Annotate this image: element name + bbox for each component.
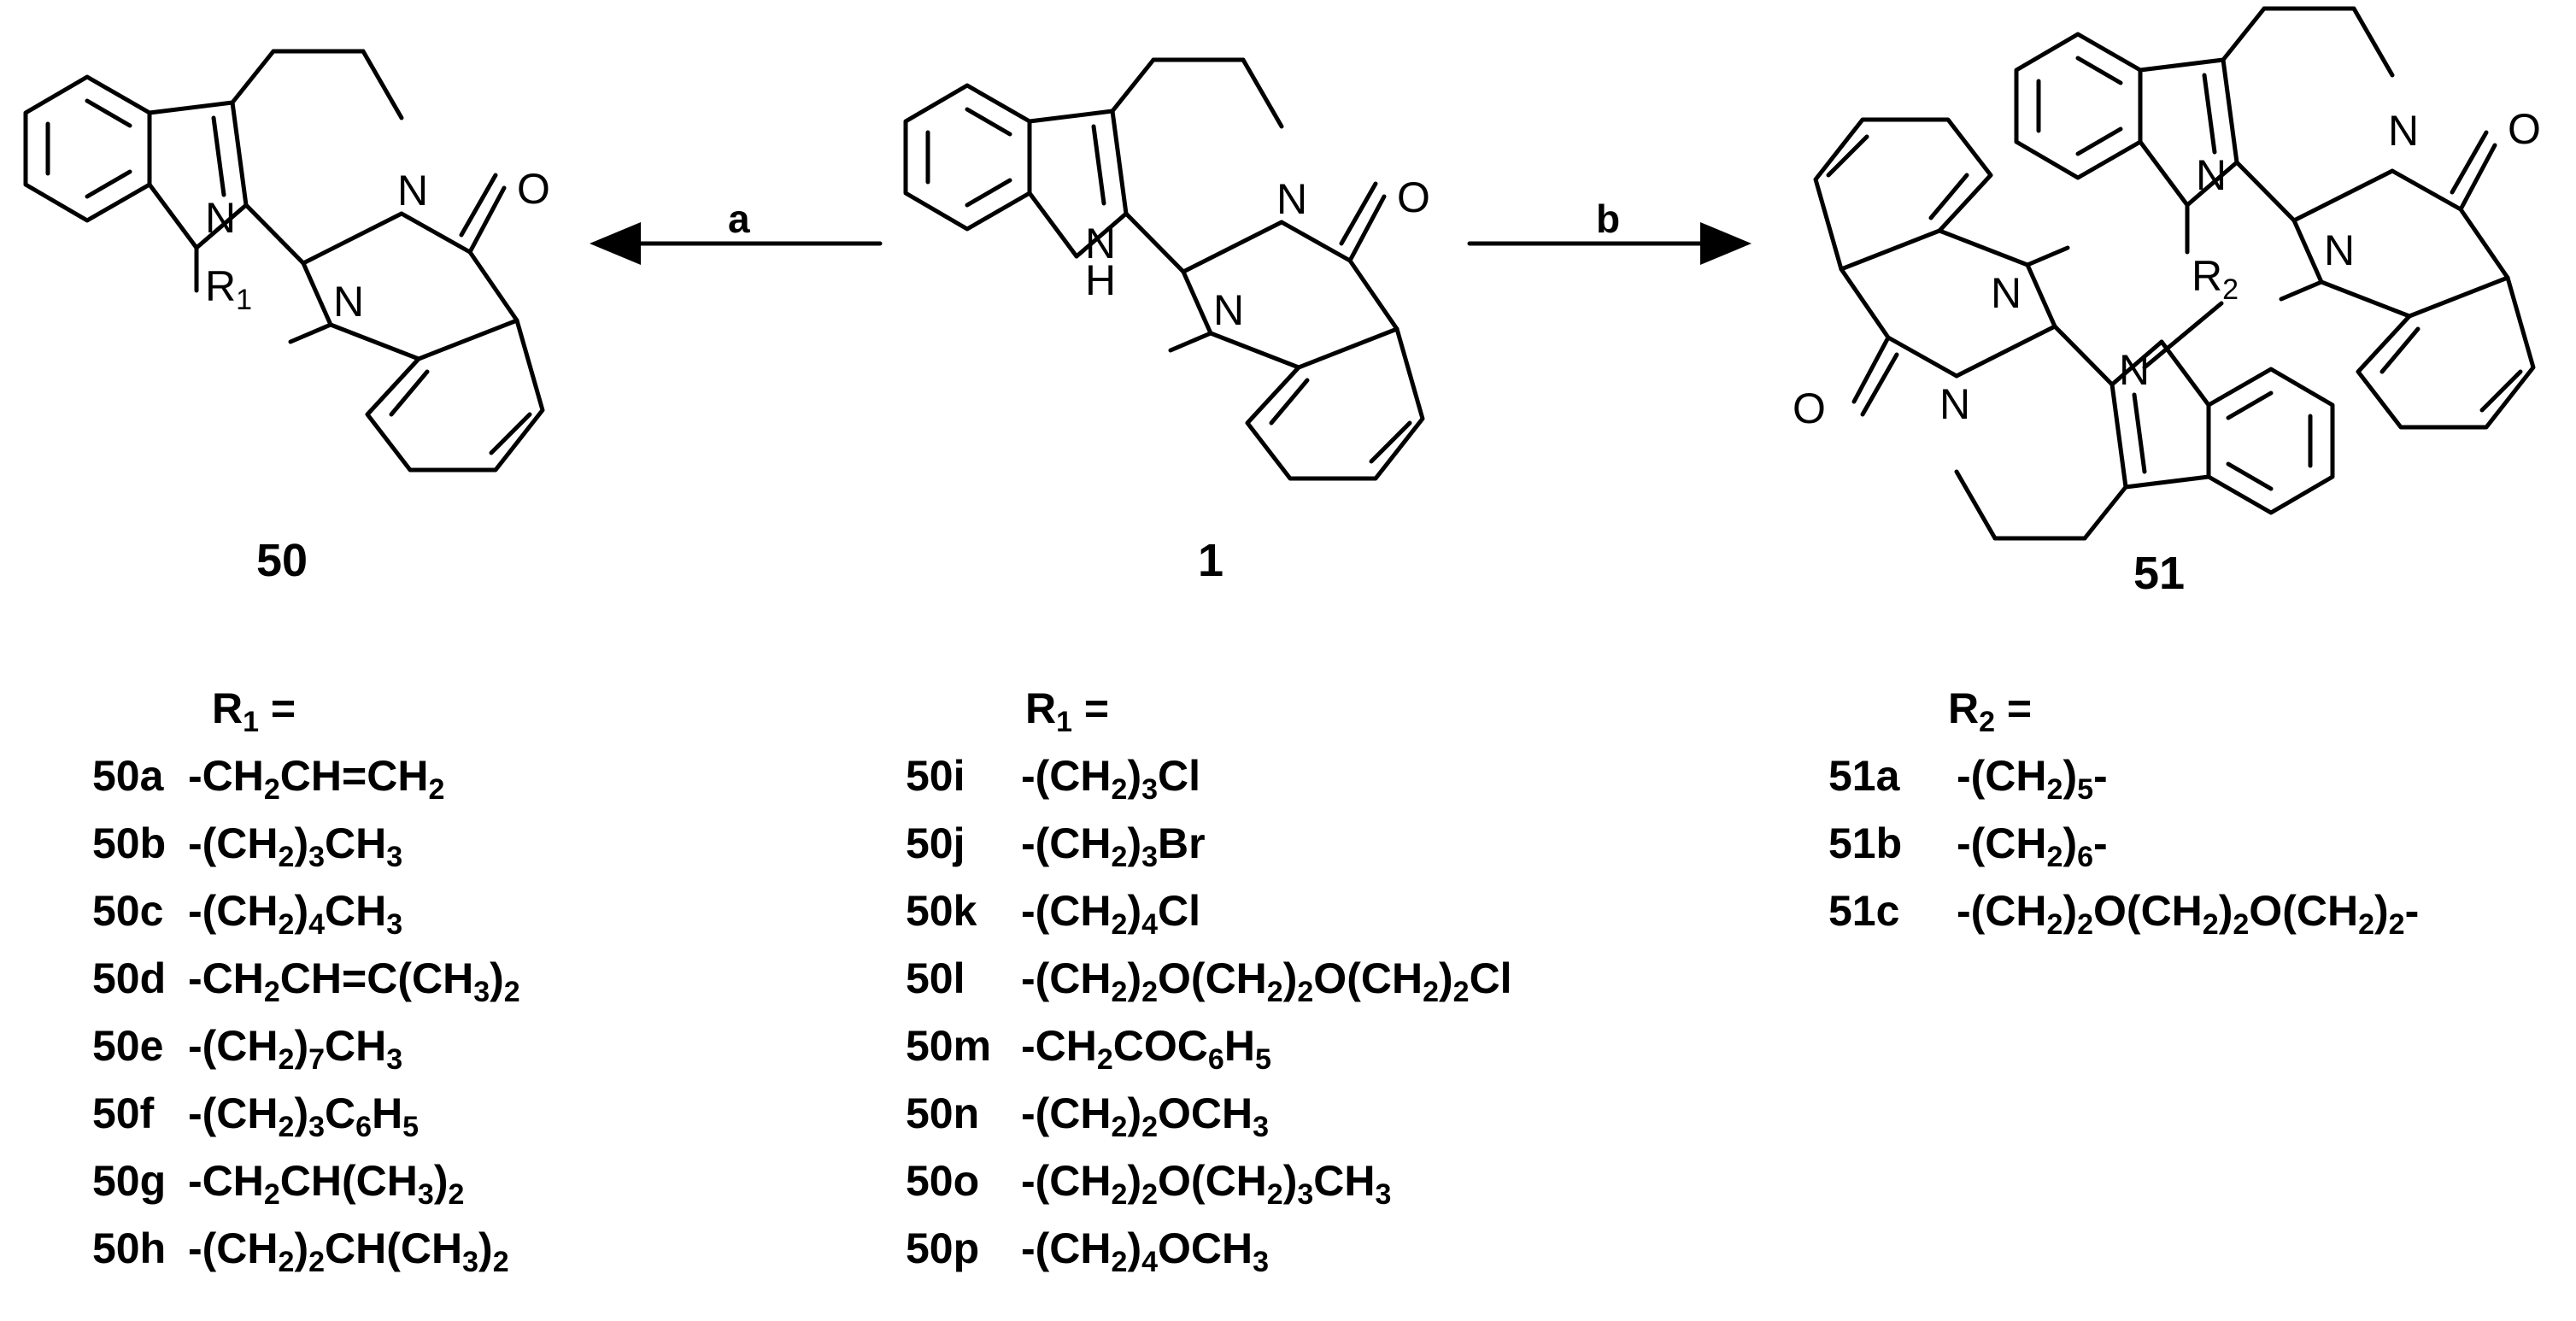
compound-id: 50e [92, 1022, 164, 1070]
atom-labels-compound-50: N N O N R1 [205, 165, 550, 326]
compound-id: 50f [92, 1089, 155, 1137]
compound-label-51: 51 [2133, 548, 2186, 599]
substituent-formula: -(CH2)5- [1957, 752, 2108, 806]
substituent-list-left: R1 = 50a -CH2CH=CH2 50b -(CH2)3CH3 50c -(CH2)4… [92, 675, 520, 1283]
structure-compound-1 [903, 57, 1425, 481]
substituent-row: 50c -(CH2)4CH3 [92, 878, 520, 945]
substituent-list-right: R2 = 51a -(CH2)5- 51b -(CH2)6- 51c -(CH2)2O(CH… [1828, 675, 2419, 945]
substituent-formula: -(CH2)3C6H5 [188, 1089, 420, 1143]
substituent-formula: -(CH2)2OCH3 [1021, 1089, 1270, 1143]
compound-id: 50m [906, 1022, 992, 1070]
substituent-row: 50j -(CH2)3Br [906, 810, 1512, 878]
compound-label-1: 1 [1198, 535, 1224, 586]
svg-text:N: N [333, 278, 364, 326]
substituent-formula: -(CH2)3Br [1021, 819, 1206, 873]
substituent-row: 50i -(CH2)3Cl [906, 743, 1512, 810]
substituent-row: 50d -CH2CH=C(CH3)2 [92, 945, 520, 1013]
substituent-formula: -(CH2)4OCH3 [1021, 1224, 1270, 1278]
compound-id: 50n [906, 1089, 980, 1137]
compound-id: 50l [906, 954, 965, 1002]
compound-id: 50o [906, 1157, 980, 1205]
svg-text:O: O [2508, 105, 2541, 153]
substituent-row: 50n -(CH2)2OCH3 [906, 1080, 1512, 1148]
substituent-formula: -CH2CH(CH3)2 [188, 1157, 465, 1211]
substituent-formula: -(CH2)2O(CH2)2O(CH2)2Cl [1021, 954, 1512, 1008]
svg-text:N: N [2196, 151, 2227, 199]
arrow-a-label: a [728, 197, 750, 241]
svg-text:H: H [1085, 256, 1116, 304]
substituent-row: 51a -(CH2)5- [1828, 743, 2419, 810]
atom-labels-compound-1: N H N O N [1085, 173, 1430, 334]
compound-id: 50b [92, 819, 167, 867]
substituent-formula: -(CH2)4Cl [1021, 887, 1201, 941]
substituent-row: 50l -(CH2)2O(CH2)2O(CH2)2Cl [906, 945, 1512, 1013]
compound-label-50: 50 [256, 535, 308, 586]
compound-id: 50j [906, 819, 965, 867]
compound-id: 50p [906, 1224, 980, 1272]
linker-bond [2142, 301, 2224, 370]
svg-text:N: N [1213, 286, 1244, 334]
compound-id: 50i [906, 752, 965, 800]
compound-id: 50c [92, 887, 164, 935]
compound-id: 50a [92, 752, 164, 800]
svg-text:N: N [2388, 107, 2419, 155]
svg-text:R2: R2 [2192, 252, 2239, 306]
substituent-row: 50h -(CH2)2CH(CH3)2 [92, 1215, 520, 1283]
substituent-header: R1 = [212, 684, 296, 738]
substituent-formula: -CH2COC6H5 [1021, 1022, 1271, 1076]
substituent-formula: -(CH2)3CH3 [188, 819, 403, 873]
substituent-header: R2 = [1948, 684, 2033, 738]
substituent-formula: -(CH2)2O(CH2)3CH3 [1021, 1157, 1392, 1211]
arrow-b-label: b [1596, 197, 1620, 241]
svg-text:N: N [205, 194, 236, 242]
svg-text:N: N [1991, 269, 2021, 317]
substituent-formula: -(CH2)2CH(CH3)2 [188, 1224, 509, 1278]
compound-id: 50g [92, 1157, 167, 1205]
substituent-row: 50b -(CH2)3CH3 [92, 810, 520, 878]
structure-compound-51-lower [1813, 117, 2335, 541]
substituent-formula: -(CH2)4CH3 [188, 887, 403, 941]
substituent-list-middle: R1 = 50i -(CH2)3Cl 50j -(CH2)3Br 50k -(CH2)4Cl… [906, 675, 1512, 1283]
substituent-row: 50p -(CH2)4OCH3 [906, 1215, 1512, 1283]
substituent-header: R1 = [1025, 684, 1110, 738]
substituent-row: 50e -(CH2)7CH3 [92, 1013, 520, 1080]
svg-text:R1: R1 [205, 262, 252, 316]
svg-text:N: N [397, 167, 428, 214]
compound-id: 50k [906, 887, 977, 935]
atom-labels-compound-51: N N O N R2 N N O N [1793, 105, 2541, 432]
substituent-formula: -(CH2)7CH3 [188, 1022, 403, 1076]
svg-text:O: O [1397, 173, 1430, 221]
compound-id: 51a [1828, 752, 1900, 800]
svg-text:N: N [2119, 346, 2150, 394]
substituent-row: 50f -(CH2)3C6H5 [92, 1080, 520, 1148]
substituent-row: 50a -CH2CH=CH2 [92, 743, 520, 810]
svg-text:N: N [2324, 226, 2355, 274]
svg-text:N: N [1085, 220, 1116, 267]
substituent-row: 50k -(CH2)4Cl [906, 878, 1512, 945]
substituent-formula: -(CH2)2O(CH2)2O(CH2)2- [1957, 887, 2420, 941]
substituent-formula: -CH2CH=CH2 [188, 752, 445, 806]
svg-text:O: O [517, 165, 550, 213]
substituent-formula: -(CH2)6- [1957, 819, 2108, 873]
compound-id: 50d [92, 954, 167, 1002]
compound-id: 50h [92, 1224, 167, 1272]
substituent-row: 51c -(CH2)2O(CH2)2O(CH2)2- [1828, 878, 2419, 945]
compound-id: 51b [1828, 819, 1903, 867]
substituent-formula: -(CH2)3Cl [1021, 752, 1201, 806]
svg-text:N: N [1276, 175, 1307, 223]
substituent-row: 51b -(CH2)6- [1828, 810, 2419, 878]
structure-compound-50 [23, 49, 545, 473]
svg-text:N: N [1939, 380, 1970, 428]
substituent-formula: -CH2CH=C(CH3)2 [188, 954, 520, 1008]
structure-compound-51-upper [2014, 6, 2536, 430]
compound-id: 51c [1828, 887, 1900, 935]
substituent-row: 50g -CH2CH(CH3)2 [92, 1148, 520, 1215]
svg-text:O: O [1793, 385, 1826, 432]
substituent-row: 50m -CH2COC6H5 [906, 1013, 1512, 1080]
substituent-row: 50o -(CH2)2O(CH2)3CH3 [906, 1148, 1512, 1215]
